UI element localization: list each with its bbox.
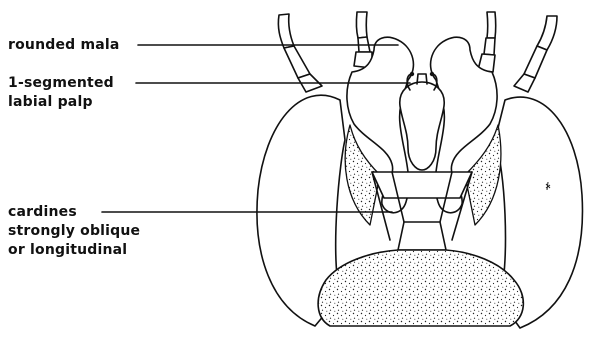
left-labial-palp-tip [410,72,414,76]
right-antenna-tip [537,16,557,50]
right-antenna-base [514,74,535,92]
right-maxillary-palp-tip [487,12,496,38]
label-line: or longitudinal [8,241,140,260]
right-maxillary-palp-mid [484,38,495,55]
labium [400,82,444,170]
label-cardines: cardines strongly oblique or longitudina… [8,203,140,260]
label-line: rounded mala [8,36,120,55]
label-line: strongly oblique [8,222,140,241]
left-antenna-mid [284,46,310,78]
posterior-plate [318,250,523,326]
left-antenna-tip [278,14,294,48]
gula [398,222,446,250]
label-line: cardines [8,203,140,222]
label-line: labial palp [8,93,114,112]
label-labial-palp: 1-segmented labial palp [8,74,114,112]
label-rounded-mala: rounded mala [8,36,120,55]
label-line: 1-segmented [8,74,114,93]
left-maxillary-palp-tip [356,12,367,38]
right-labial-palp-tip [430,72,434,76]
right-antenna-mid [524,46,547,78]
mentum [372,172,472,198]
